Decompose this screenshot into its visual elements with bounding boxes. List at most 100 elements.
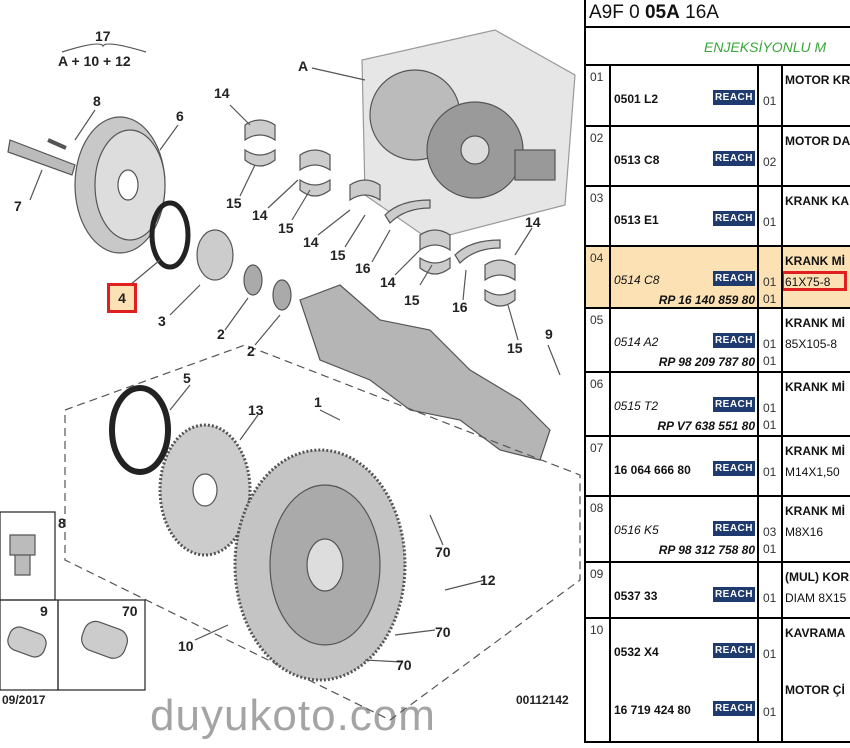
part-reference[interactable]: 0513 C8 bbox=[614, 153, 660, 167]
inset-label-8: 8 bbox=[58, 515, 66, 531]
callout-A: A bbox=[298, 58, 309, 74]
replacement-reference[interactable]: RP 98 209 787 80 bbox=[658, 355, 755, 369]
table-row[interactable]: 01 0501 L2 REACH 01 MOTOR KR bbox=[586, 66, 850, 127]
table-row[interactable]: 09 0537 33 REACH 01 (MUL) KOR DIAM 8X15 bbox=[586, 563, 850, 619]
part-reference[interactable]: 0515 T2 bbox=[614, 399, 659, 413]
part-reference[interactable]: 16 064 666 80 bbox=[614, 463, 691, 477]
reach-badge: REACH bbox=[712, 90, 755, 105]
reach-badge: REACH bbox=[712, 151, 755, 166]
part-reference[interactable]: 0532 X4 bbox=[614, 645, 659, 659]
quantity: 01 bbox=[763, 337, 777, 351]
replacement-reference[interactable]: RP 98 312 758 80 bbox=[658, 543, 755, 557]
callout-7: 7 bbox=[14, 198, 22, 214]
table-row[interactable]: 07 16 064 666 80 REACH 01 KRANK Mİ M14X1… bbox=[586, 437, 850, 497]
reference-cell: 0501 L2 REACH bbox=[611, 66, 759, 125]
quantity-cell: 01 bbox=[759, 563, 783, 617]
callout-3: 3 bbox=[158, 313, 166, 329]
description-cell: KRANK Mİ M14X1,50 bbox=[783, 437, 850, 495]
reference-cell: 0513 C8 REACH bbox=[611, 127, 759, 185]
description: MOTOR Çİ bbox=[785, 683, 845, 697]
description-detail: M14X1,50 bbox=[785, 465, 840, 479]
reach-badge: REACH bbox=[712, 211, 755, 226]
quantity: 03 bbox=[763, 525, 777, 539]
quantity: 01 bbox=[763, 275, 777, 289]
part-reference[interactable]: 0516 K5 bbox=[614, 523, 659, 537]
description: KRANK Mİ bbox=[785, 254, 845, 268]
highlight-box bbox=[783, 271, 847, 291]
quantity: 01 bbox=[763, 465, 777, 479]
table-title: A9F 0 05A 16A bbox=[586, 0, 850, 28]
part-reference[interactable]: 0501 L2 bbox=[614, 92, 659, 106]
table-subtitle: ENJEKSİYONLU M bbox=[586, 28, 850, 66]
part-reference[interactable]: 0514 A2 bbox=[614, 335, 659, 349]
diagram-code: 00112142 bbox=[516, 693, 569, 707]
callout-14: 14 bbox=[380, 274, 396, 290]
quantity: 01 bbox=[763, 292, 777, 306]
callout-17: 17 bbox=[95, 28, 111, 44]
callout-13: 13 bbox=[248, 402, 264, 418]
reference-cell: 0514 C8 REACH RP 16 140 859 80 bbox=[611, 247, 759, 307]
callout-14: 14 bbox=[214, 85, 230, 101]
reach-badge: REACH bbox=[712, 461, 755, 476]
item-number: 01 bbox=[586, 66, 611, 125]
callout-15: 15 bbox=[404, 292, 420, 308]
description-cell: KRANK KA bbox=[783, 187, 850, 245]
description-cell: (MUL) KOR DIAM 8X15 bbox=[783, 563, 850, 617]
item-number: 06 bbox=[586, 373, 611, 435]
description: MOTOR KR bbox=[785, 73, 850, 87]
part-reference[interactable]: 0514 C8 bbox=[614, 273, 660, 287]
part-reference[interactable]: 16 719 424 80 bbox=[614, 703, 691, 717]
reference-cell: 0516 K5 REACH RP 98 312 758 80 bbox=[611, 497, 759, 561]
description-cell: MOTOR KR bbox=[783, 66, 850, 125]
table-row[interactable]: 03 0513 E1 REACH 01 KRANK KA bbox=[586, 187, 850, 247]
part-reference[interactable]: 0513 E1 bbox=[614, 213, 659, 227]
callout-16: 16 bbox=[452, 299, 468, 315]
callout-8: 8 bbox=[93, 93, 101, 109]
item-number: 08 bbox=[586, 497, 611, 561]
description: KRANK KA bbox=[785, 194, 849, 208]
crankshaft bbox=[299, 284, 551, 461]
part-reference[interactable]: 0537 33 bbox=[614, 589, 658, 603]
reach-badge: REACH bbox=[712, 397, 755, 412]
exploded-parts-diagram: 17 A + 10 + 12 8 6 7 4 3 2 2 14 15 14 15… bbox=[0, 28, 581, 740]
reference-cell: 0514 A2 REACH RP 98 209 787 80 bbox=[611, 309, 759, 371]
description-cell: KRANK Mİ 85X105-8 bbox=[783, 309, 850, 371]
callout-15: 15 bbox=[507, 340, 523, 356]
callout-2: 2 bbox=[247, 343, 255, 359]
callout-4-highlighted[interactable]: 4 bbox=[107, 283, 137, 313]
quantity: 02 bbox=[763, 155, 777, 169]
diagram-drawing bbox=[0, 29, 581, 721]
description: KRANK Mİ bbox=[785, 444, 845, 458]
description-detail: M8X16 bbox=[785, 525, 824, 539]
callout-15: 15 bbox=[278, 220, 294, 236]
description-cell: KRANK Mİ bbox=[783, 373, 850, 435]
reach-badge: REACH bbox=[712, 701, 755, 716]
description: KRANK Mİ bbox=[785, 380, 845, 394]
description-cell: KRANK Mİ 61X75-8 bbox=[783, 247, 850, 307]
reach-badge: REACH bbox=[712, 521, 755, 536]
item-number: 07 bbox=[586, 437, 611, 495]
quantity: 01 bbox=[763, 542, 777, 556]
reference-cell: 0537 33 REACH bbox=[611, 563, 759, 617]
quantity-cell: 01 bbox=[759, 66, 783, 125]
callout-5: 5 bbox=[183, 370, 191, 386]
callout-70: 70 bbox=[435, 544, 451, 560]
description: (MUL) KOR bbox=[785, 570, 849, 584]
inset-label-70: 70 bbox=[122, 603, 138, 619]
replacement-reference[interactable]: RP V7 638 551 80 bbox=[657, 419, 755, 433]
replacement-reference[interactable]: RP 16 140 859 80 bbox=[658, 293, 755, 307]
quantity: 01 bbox=[763, 215, 777, 229]
reach-badge: REACH bbox=[712, 333, 755, 348]
quantity: 01 bbox=[763, 647, 777, 661]
table-row[interactable]: 02 0513 C8 REACH 02 MOTOR DA bbox=[586, 127, 850, 187]
seal-5 bbox=[109, 385, 171, 475]
inset-label-9: 9 bbox=[40, 603, 48, 619]
item-number: 04 bbox=[586, 247, 611, 307]
